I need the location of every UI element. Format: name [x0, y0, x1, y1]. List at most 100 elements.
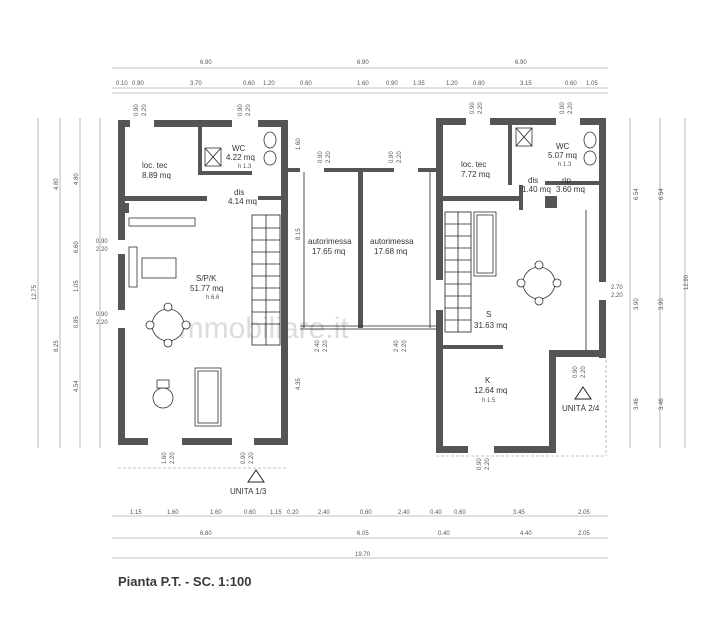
dim-bot-4: 1.15 — [270, 510, 282, 516]
dim-top-0: 0.10 — [116, 81, 128, 87]
dim-right-c: 3.46 — [634, 398, 640, 410]
win-right-b: 2.20 — [611, 293, 623, 299]
right-tec-name: loc. tec — [461, 160, 486, 169]
unit-left: loc. tec 8.89 mq WC 4.22 mq h 1.3 dis 4.… — [118, 104, 288, 496]
dim-top-12: 0.60 — [565, 81, 577, 87]
dim-bot2-2: 0.40 — [438, 531, 450, 537]
right-dis-name: dis — [528, 176, 538, 185]
toilet-left — [263, 131, 277, 149]
left-wc-name: WC — [232, 144, 246, 153]
bottom-dimensions: 1.15 1.60 1.60 0.60 1.15 0.20 2.40 0.60 … — [112, 510, 608, 559]
dim-win-left-2a: 0.90 — [96, 312, 108, 318]
dim-bot-12: 2.05 — [578, 510, 590, 516]
dim-bot-total: 19.70 — [355, 552, 371, 558]
dim-bot-6: 2.40 — [318, 510, 330, 516]
dim-bot-10: 0.60 — [454, 510, 466, 516]
dim-top-2: 3.70 — [190, 81, 202, 87]
dining-table-right — [516, 260, 562, 306]
staircase-left — [251, 214, 281, 346]
right-k-name: K — [485, 376, 491, 385]
dim-left-g: 4.54 — [74, 380, 80, 392]
plan-caption: Pianta P.T. - SC. 1:100 — [118, 574, 252, 589]
garage-right-area: 17.68 mq — [374, 247, 407, 256]
left-dimensions: 12.75 4.80 8.25 4.80 6.60 1.05 0.85 4.54… — [32, 118, 108, 448]
dim-bot2-0: 6.80 — [200, 531, 212, 537]
sofa-right — [473, 211, 497, 277]
dim-left-a: 4.80 — [54, 178, 60, 190]
dim-top-9: 1.20 — [446, 81, 458, 87]
dim-top-right: 6.90 — [515, 60, 527, 66]
armchair-left — [152, 379, 174, 409]
dim-top-mid: 6.90 — [357, 60, 369, 66]
dim-top-13: 1.05 — [586, 81, 598, 87]
dim-bot-8: 2.40 — [398, 510, 410, 516]
dim-top-11: 3.15 — [520, 81, 532, 87]
right-tec-area: 7.72 mq — [461, 170, 490, 179]
dim-bot-9: 0.40 — [430, 510, 442, 516]
left-wc-area: 4.22 mq — [226, 153, 255, 162]
dim-right-total: 12.90 — [684, 274, 690, 290]
dim-top-7: 0.90 — [386, 81, 398, 87]
dim-left-c: 4.80 — [74, 173, 80, 185]
dim-left-outer: 12.75 — [32, 284, 38, 300]
dim-left-b: 8.25 — [54, 340, 60, 352]
dim-win-left-1a: 0.90 — [96, 239, 108, 245]
unit-left-label: UNITA 1/3 — [230, 487, 267, 496]
door-gar-1a: 2.40 — [315, 340, 321, 352]
dim-bot-1: 1.60 — [167, 510, 179, 516]
win-gar-1b: 2.20 — [326, 151, 332, 163]
door-gar-2a: 2.40 — [394, 340, 400, 352]
dim-left-f: 0.85 — [74, 316, 80, 328]
left-dis-area: 4.14 mq — [228, 197, 257, 206]
door-gar-1b: 2.20 — [323, 340, 329, 352]
win-bot-r2b: 2.20 — [581, 366, 587, 378]
win-top-r1a: 0.90 — [470, 102, 476, 114]
right-dimensions: 6.54 3.90 3.46 6.54 3.90 3.46 12.90 — [629, 118, 690, 448]
unit-right-marker-icon — [574, 386, 592, 400]
win-bot-l2b: 2.20 — [249, 452, 255, 464]
right-s-name: S — [486, 310, 491, 319]
kitchen-island — [141, 257, 177, 279]
dim-top-10: 0.80 — [473, 81, 485, 87]
dim-top-left: 6.90 — [200, 60, 212, 66]
dim-right-e: 3.90 — [659, 298, 665, 310]
unit-right: loc. tec 7.72 mq WC 5.07 mq h 1.3 dis 1.… — [436, 102, 623, 470]
win-gar-2b: 2.20 — [397, 151, 403, 163]
right-wc-h: h 1.3 — [558, 162, 572, 168]
right-rip-area: 3.60 mq — [556, 185, 585, 194]
dim-right-b: 3.90 — [634, 298, 640, 310]
left-dis-name: dis — [234, 188, 244, 197]
dim-bot-2: 1.60 — [210, 510, 222, 516]
unit-left-marker-icon — [247, 469, 265, 483]
win-top-l1a: 0.90 — [134, 104, 140, 116]
dim-top-4: 1.20 — [263, 81, 275, 87]
dim-top-3: 0.60 — [243, 81, 255, 87]
win-top-r1b: 2.20 — [478, 102, 484, 114]
dim-win-left-2b: 2.20 — [96, 320, 108, 326]
dim-win-left-1b: 2.20 — [96, 247, 108, 253]
staircase-right — [444, 211, 472, 333]
right-wc-area: 5.07 mq — [548, 151, 577, 160]
sofa-left — [194, 367, 222, 427]
dim-top-1: 0.90 — [132, 81, 144, 87]
watermark: immobiliare.it — [172, 312, 349, 345]
kitchen-counter — [128, 217, 196, 227]
left-tec-name: loc. tec — [142, 161, 167, 170]
dim-top-8: 1.35 — [413, 81, 425, 87]
dim-mid-1: 8.15 — [296, 228, 302, 240]
door-gar-2b: 2.20 — [402, 340, 408, 352]
right-k-h: h 1.5 — [482, 398, 496, 404]
dim-bot2-3: 4.40 — [520, 531, 532, 537]
right-rip-name: rip — [562, 176, 571, 185]
dim-bot2-1: 6.05 — [357, 531, 369, 537]
dim-bot-0: 1.15 — [130, 510, 142, 516]
win-top-l1b: 2.20 — [142, 104, 148, 116]
win-bot-l2a: 0.90 — [241, 452, 247, 464]
toilet-right — [583, 131, 597, 149]
right-s-area: 31.63 mq — [474, 321, 507, 330]
garage-left-name: autorimessa — [308, 237, 352, 246]
dim-bot2-4: 2.05 — [578, 531, 590, 537]
left-wc-h: h 1.3 — [238, 164, 252, 170]
dim-right-f: 3.46 — [659, 398, 665, 410]
win-gar-1a: 0.90 — [318, 151, 324, 163]
